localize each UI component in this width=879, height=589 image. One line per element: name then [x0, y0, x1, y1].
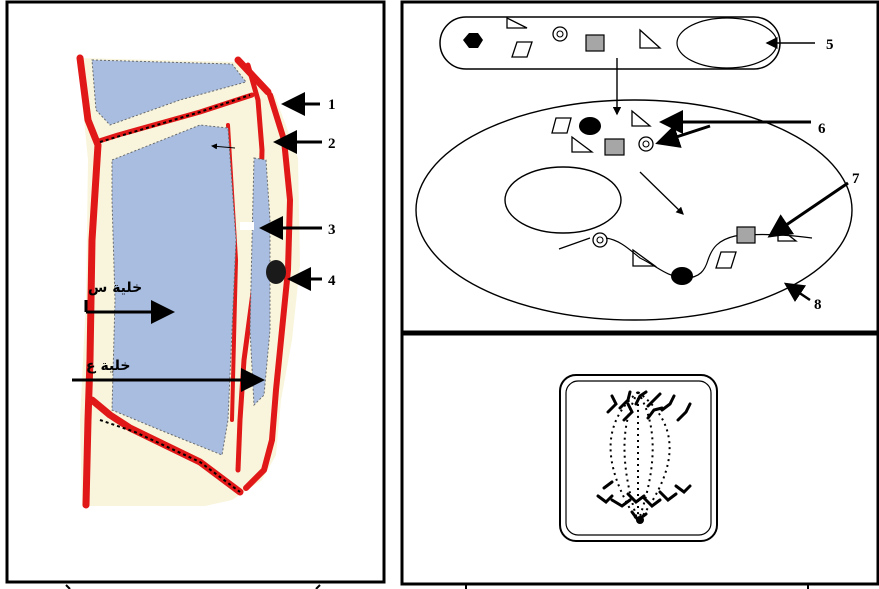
label-1: 1 [328, 97, 336, 113]
bottom-right-figure-panel [400, 332, 879, 589]
cell-y-label: خلية ع [86, 358, 130, 374]
plasmodesma-gap [240, 222, 254, 230]
cytoplasm-symbols [551, 109, 654, 156]
lower-pole [636, 516, 644, 524]
arrow-8 [783, 282, 811, 303]
label-8: 8 [814, 297, 822, 313]
capsule-symbols [463, 16, 662, 58]
arrow-6b [655, 124, 711, 148]
cell-x-vacuole [111, 124, 237, 456]
cell-outline [415, 99, 853, 321]
top-right-figure-panel: 5 6 [400, 0, 879, 334]
middle-lamellae [99, 94, 251, 493]
upper-chromosomes [606, 390, 692, 422]
capsule-inner-circle [676, 17, 778, 69]
cell-nucleus [504, 166, 622, 234]
lower-chromosomes [596, 480, 692, 523]
left-label-arrows [72, 92, 322, 392]
label-3: 3 [328, 222, 336, 238]
cell-x-label: خلية س [88, 280, 142, 296]
arrow-7 [767, 181, 849, 238]
label-5: 5 [826, 37, 834, 53]
dividing-cell-outer [559, 374, 718, 542]
pointer-2-inner [211, 143, 236, 150]
label-6: 6 [818, 121, 826, 137]
top-capsule [439, 16, 781, 70]
label-7: 7 [852, 171, 860, 187]
top-right-panel-frame [400, 0, 879, 334]
lower-cell [96, 436, 232, 506]
dividing-cell-inner [565, 380, 712, 536]
left-figure-panel: 1 2 3 4 خلية س خلية ع [5, 0, 386, 589]
left-panel-frame [5, 0, 386, 584]
label-2: 2 [328, 136, 336, 152]
label-4: 4 [328, 273, 336, 289]
nucleus [266, 260, 286, 284]
process-arrow [639, 171, 684, 215]
chain-symbols [592, 225, 798, 285]
bottom-right-panel-frame [400, 332, 879, 586]
spindle-fibers [609, 391, 671, 523]
upper-cell-vacuole [91, 59, 247, 126]
